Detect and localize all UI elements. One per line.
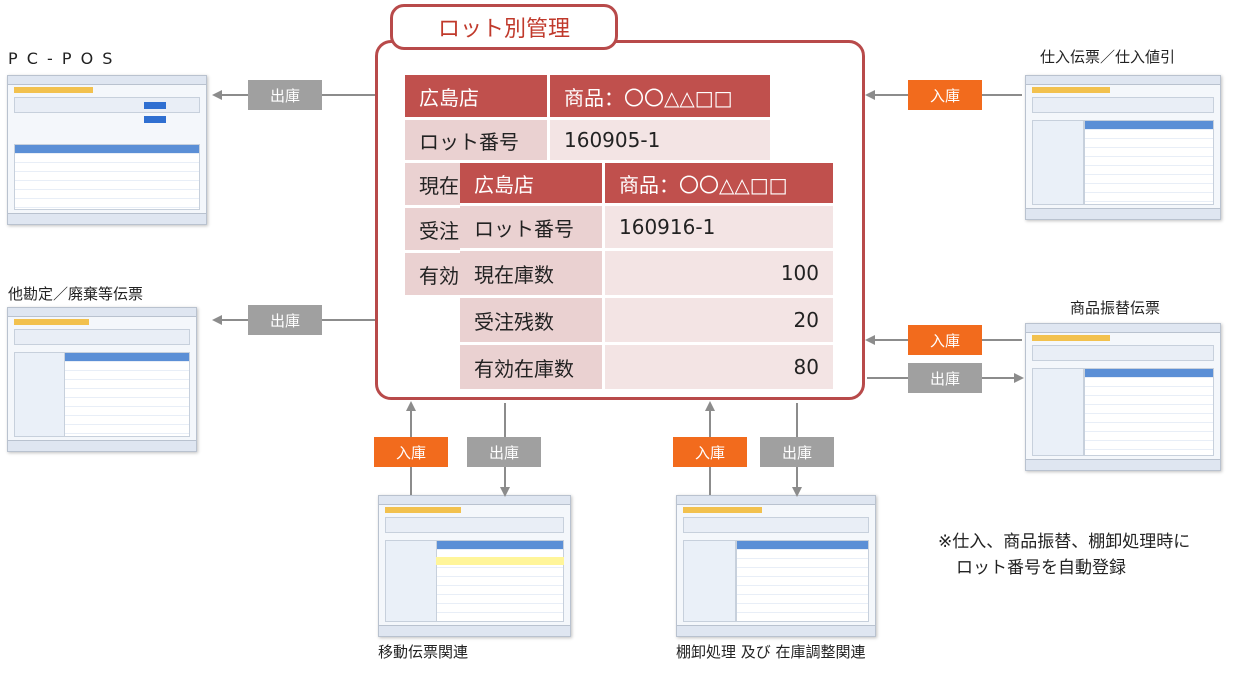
in-badge-move: 入庫 bbox=[374, 437, 448, 467]
move-slip-screenshot bbox=[378, 495, 571, 637]
in-badge-purchase: 入庫 bbox=[908, 80, 982, 110]
caption-transfer: 商品振替伝票 bbox=[1070, 299, 1161, 317]
purchase-slip-screenshot bbox=[1025, 75, 1221, 220]
note-line-2: ロット番号を自動登録 bbox=[956, 558, 1126, 578]
note-line-1: ※仕入、商品振替、棚卸処理時に bbox=[938, 532, 1191, 552]
other-slip-screenshot bbox=[7, 307, 197, 452]
product-name: 商品：〇〇△△□□ bbox=[547, 75, 770, 117]
lot-number-label: ロット番号 bbox=[460, 206, 602, 248]
lot-number-value: 160916-1 bbox=[602, 206, 833, 248]
store-name: 広島店 bbox=[460, 163, 602, 203]
out-badge-inventory: 出庫 bbox=[760, 437, 834, 467]
in-badge-transfer: 入庫 bbox=[908, 325, 982, 355]
caption-move: 移動伝票関連 bbox=[378, 643, 469, 661]
product-name: 商品：〇〇△△□□ bbox=[602, 163, 833, 203]
product-transfer-screenshot bbox=[1025, 323, 1221, 471]
caption-inventory: 棚卸処理 及び 在庫調整関連 bbox=[676, 643, 866, 661]
caption-pcpos: P C - P O S bbox=[8, 49, 115, 68]
caption-purchase: 仕入伝票／仕入値引 bbox=[1040, 48, 1176, 66]
stock-label: 現在庫数 bbox=[460, 251, 602, 295]
in-badge-inventory: 入庫 bbox=[673, 437, 747, 467]
lot-number-value: 160905-1 bbox=[547, 120, 770, 160]
lot-number-label: ロット番号 bbox=[405, 120, 547, 160]
store-name: 広島店 bbox=[405, 75, 547, 117]
out-badge-transfer: 出庫 bbox=[908, 363, 982, 393]
caption-other: 他勘定／廃棄等伝票 bbox=[8, 285, 144, 303]
out-badge-pcpos: 出庫 bbox=[248, 80, 322, 110]
out-badge-other: 出庫 bbox=[248, 305, 322, 335]
lot-card-front: 広島店 商品：〇〇△△□□ ロット番号 160916-1 現在庫数 100 受注… bbox=[460, 163, 833, 389]
available-stock-label: 有効在庫数 bbox=[460, 345, 602, 389]
order-backlog-value: 20 bbox=[602, 298, 833, 342]
inventory-screenshot bbox=[676, 495, 876, 637]
lot-management-title: ロット別管理 bbox=[390, 4, 618, 50]
order-backlog-label: 受注残数 bbox=[460, 298, 602, 342]
pcpos-screenshot bbox=[7, 75, 207, 225]
out-badge-move: 出庫 bbox=[467, 437, 541, 467]
available-stock-value: 80 bbox=[602, 345, 833, 389]
stock-value: 100 bbox=[602, 251, 833, 295]
